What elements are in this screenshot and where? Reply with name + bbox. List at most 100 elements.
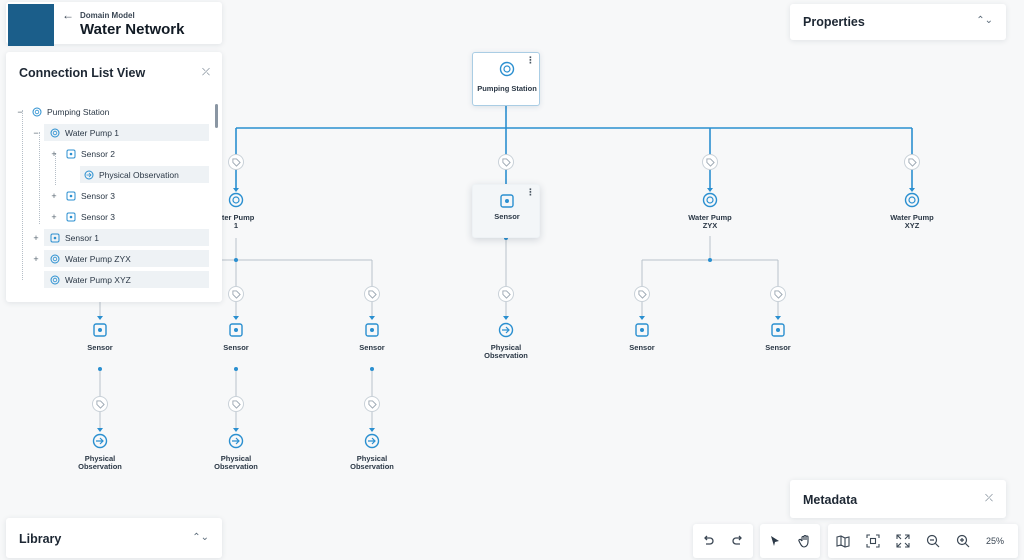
library-panel[interactable]: Library ⌃⌄ bbox=[6, 518, 222, 558]
properties-panel[interactable]: Properties ⌃⌄ bbox=[790, 4, 1006, 40]
tree-item[interactable]: + Sensor 2 bbox=[50, 145, 200, 162]
tree-item[interactable]: + Water Pump ZYX bbox=[33, 250, 209, 267]
node-label: Sensor bbox=[223, 342, 249, 352]
collapse-icon[interactable]: ⤫ bbox=[985, 493, 993, 504]
tag-icon[interactable] bbox=[228, 286, 244, 302]
tag-icon[interactable] bbox=[770, 286, 786, 302]
expand-toggle[interactable]: + bbox=[33, 253, 39, 264]
node-sensor[interactable]: Sensor bbox=[743, 322, 813, 352]
scrollbar[interactable] bbox=[215, 104, 218, 128]
tag-icon[interactable] bbox=[364, 286, 380, 302]
node-label: Physical bbox=[84, 453, 116, 463]
tree-item-label: Pumping Station bbox=[47, 106, 110, 117]
node-sensor[interactable]: Sensor bbox=[65, 322, 135, 352]
connector-dot bbox=[504, 236, 508, 240]
breadcrumb: Domain Model bbox=[80, 11, 135, 20]
tree-item-label: Sensor 3 bbox=[81, 190, 116, 201]
kebab-menu-icon[interactable]: ⋮ bbox=[526, 55, 535, 65]
node-physical-observation[interactable]: Physical Observation bbox=[471, 322, 541, 361]
tag-icon[interactable] bbox=[92, 396, 108, 412]
pump-icon bbox=[32, 107, 42, 116]
select-tool-button[interactable] bbox=[760, 524, 790, 558]
metadata-panel[interactable]: Metadata ⤫ bbox=[790, 480, 1006, 518]
map-button[interactable] bbox=[828, 524, 858, 558]
redo-button[interactable] bbox=[723, 524, 753, 558]
node-label: Sensor bbox=[765, 342, 791, 352]
sensor-icon bbox=[50, 233, 60, 242]
node-label: Sensor bbox=[494, 212, 520, 221]
connector-dot bbox=[234, 367, 238, 371]
node-label-2: Observation bbox=[484, 351, 528, 361]
tree-item-label: Water Pump ZYX bbox=[65, 253, 131, 264]
tree-item-label: Sensor 2 bbox=[81, 148, 116, 159]
mode-toolbar bbox=[760, 524, 820, 558]
connector-dot bbox=[708, 258, 712, 262]
connector-dot bbox=[234, 258, 238, 262]
node-water-pump-xyz[interactable]: Water Pump XYZ bbox=[877, 192, 947, 231]
back-arrow-icon[interactable]: ← bbox=[62, 8, 74, 22]
kebab-menu-icon[interactable]: ⋮ bbox=[526, 187, 535, 197]
node-sensor[interactable]: Sensor bbox=[607, 322, 677, 352]
view-toolbar: 25% bbox=[828, 524, 1018, 558]
tree-item[interactable]: Water Pump XYZ bbox=[44, 271, 209, 288]
tree-item[interactable]: Physical Observation bbox=[80, 166, 209, 183]
tag-icon[interactable] bbox=[498, 154, 514, 170]
expand-icon[interactable]: ⌃⌄ bbox=[976, 15, 993, 26]
expand-toggle[interactable]: + bbox=[33, 232, 39, 243]
tag-icon[interactable] bbox=[364, 396, 380, 412]
fullscreen-button[interactable] bbox=[888, 524, 918, 558]
tree-item[interactable]: − Water Pump 1 bbox=[33, 124, 209, 141]
pan-tool-button[interactable] bbox=[790, 524, 820, 558]
sensor-icon bbox=[93, 323, 107, 337]
tag-icon[interactable] bbox=[634, 286, 650, 302]
node-label: Pumping Station bbox=[477, 84, 537, 93]
tag-icon[interactable] bbox=[904, 154, 920, 170]
tree-item[interactable]: + Sensor 3 bbox=[50, 187, 200, 204]
node-label-2: Observation bbox=[214, 462, 258, 472]
redo-icon bbox=[732, 535, 742, 545]
pump-icon bbox=[499, 61, 515, 77]
expand-toggle[interactable]: + bbox=[51, 211, 57, 222]
zoom-out-icon bbox=[926, 534, 940, 548]
node-sensor[interactable]: Sensor bbox=[337, 322, 407, 352]
sensor-icon bbox=[635, 323, 649, 337]
zoom-in-button[interactable] bbox=[948, 524, 978, 558]
collapse-icon[interactable]: ⤫ bbox=[202, 67, 210, 78]
zoom-out-button[interactable] bbox=[918, 524, 948, 558]
node-label: Water Pump bbox=[890, 212, 934, 222]
tree-item[interactable]: − Pumping Station bbox=[16, 103, 211, 120]
node-physical-observation[interactable]: Physical Observation bbox=[65, 433, 135, 472]
node-physical-observation[interactable]: Physical Observation bbox=[337, 433, 407, 472]
metadata-title: Metadata bbox=[803, 493, 858, 507]
expand-icon[interactable]: ⌃⌄ bbox=[192, 532, 209, 543]
fit-selection-button[interactable] bbox=[858, 524, 888, 558]
undo-icon bbox=[704, 535, 714, 545]
node-sensor-selected[interactable]: ⋮ Sensor bbox=[472, 184, 540, 238]
node-pumping-station[interactable]: ⋮ Pumping Station bbox=[472, 52, 540, 106]
node-label: Water Pump bbox=[688, 212, 732, 222]
expand-arrows-icon bbox=[896, 534, 910, 548]
node-physical-observation[interactable]: Physical Observation bbox=[201, 433, 271, 472]
tag-icon[interactable] bbox=[228, 396, 244, 412]
node-water-pump-zyx[interactable]: Water Pump ZYX bbox=[675, 192, 745, 231]
collapse-toggle[interactable]: − bbox=[33, 127, 39, 138]
collapse-toggle[interactable]: − bbox=[17, 106, 23, 117]
node-label: Sensor bbox=[629, 342, 655, 352]
tree-item[interactable]: + Sensor 1 bbox=[33, 229, 209, 246]
sensor-icon bbox=[500, 194, 514, 208]
node-sensor[interactable]: Sensor bbox=[201, 322, 271, 352]
tag-icon[interactable] bbox=[702, 154, 718, 170]
undo-button[interactable] bbox=[693, 524, 723, 558]
node-label: Physical bbox=[220, 453, 252, 463]
node-water-pump-1[interactable]: ater Pump 1 bbox=[201, 192, 271, 231]
observation-icon bbox=[92, 433, 108, 449]
tag-icon[interactable] bbox=[228, 154, 244, 170]
node-label-2: Observation bbox=[350, 462, 394, 472]
observation-icon bbox=[84, 170, 94, 179]
tree-item[interactable]: + Sensor 3 bbox=[50, 208, 200, 225]
tag-icon[interactable] bbox=[498, 286, 514, 302]
expand-toggle[interactable]: + bbox=[51, 190, 57, 201]
expand-toggle[interactable]: + bbox=[51, 148, 57, 159]
node-label: Physical bbox=[356, 453, 388, 463]
model-header: ← Domain Model Water Network bbox=[6, 2, 222, 46]
